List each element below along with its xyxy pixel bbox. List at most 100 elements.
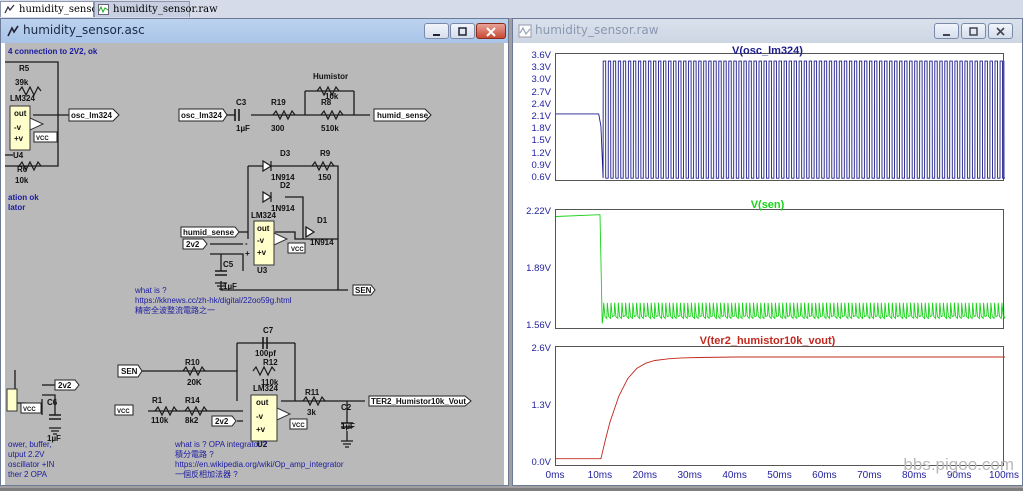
r8-value: 510k	[321, 124, 339, 133]
plot-pane-2[interactable]	[555, 209, 1005, 329]
x-tick-label: 0ms	[545, 470, 565, 481]
minimize-button[interactable]	[934, 23, 959, 39]
u2-out-label: out	[256, 398, 269, 407]
y-tick-label: 2.1V	[531, 111, 551, 122]
minimize-icon	[943, 34, 950, 36]
opamps	[6, 105, 292, 442]
y-tick-label: 1.8V	[531, 123, 551, 135]
x-tick-label: 50ms	[767, 470, 792, 481]
minimize-icon	[433, 34, 440, 36]
y-tick-label: 0.9V	[531, 159, 551, 171]
trace-line	[556, 60, 1005, 179]
waveform-titlebar[interactable]: humidity_sensor.raw	[513, 19, 1022, 43]
trace-title[interactable]: V(osc_lm324)	[732, 45, 803, 57]
tab-label: humidity_sensor.raw	[113, 4, 218, 15]
c5-label: C5	[223, 260, 234, 269]
trace-line	[556, 214, 1005, 324]
minimize-button[interactable]	[424, 23, 449, 39]
x-tick-label: 60ms	[812, 470, 837, 481]
left-vcc: VCC	[23, 407, 36, 413]
y-tick-label: 2.4V	[531, 98, 551, 110]
d1-value: 1N914	[310, 238, 334, 247]
close-button[interactable]	[476, 23, 506, 39]
plot-pane-1[interactable]	[555, 53, 1005, 181]
x-tick-label: 30ms	[677, 470, 702, 481]
trace-plot	[556, 214, 1005, 324]
y-tick-label: 2.7V	[531, 86, 551, 98]
maximize-button[interactable]	[450, 23, 475, 39]
c7-label: C7	[263, 326, 274, 335]
close-button[interactable]	[988, 23, 1013, 39]
r14-label: R14	[185, 396, 200, 405]
d3-label: D3	[280, 149, 291, 158]
x-tick-label: 70ms	[857, 470, 882, 481]
trace-line	[556, 356, 1005, 460]
trace-title[interactable]: V(sen)	[750, 199, 785, 211]
schematic-window: humidity_sensor.asc	[0, 18, 509, 486]
r10-value: 20K	[187, 378, 202, 387]
schematic-titlebar[interactable]: humidity_sensor.asc	[1, 19, 508, 43]
d3-value: 1N914	[271, 173, 295, 182]
trace-title[interactable]: V(ter2_humistor10k_vout)	[699, 335, 836, 347]
window-title: humidity_sensor.raw	[535, 23, 659, 37]
sen-in-net: SEN	[121, 367, 138, 376]
note-b2: utput 2.2V	[8, 450, 45, 459]
c2-value: 1µF	[341, 422, 355, 431]
u3-minus-label: -v	[257, 236, 265, 245]
note-cn-2: 積分電路 ?	[175, 449, 214, 459]
maximize-button[interactable]	[961, 23, 986, 39]
r10-label: R10	[185, 358, 200, 367]
y-tick-label: 1.2V	[531, 147, 551, 159]
note-top: 4 connection to 2V2, ok	[8, 47, 98, 56]
grounds	[49, 282, 353, 448]
r9-value: 150	[318, 173, 332, 182]
u3-type: LM324	[251, 211, 276, 220]
u4-label: U4	[13, 151, 24, 160]
r14-value: 8k2	[185, 416, 199, 425]
schematic-canvas[interactable]: 4 connection to 2V2, ok R5 39k LM324 out…	[5, 43, 504, 485]
schematic-icon	[4, 4, 15, 14]
u4-plus-label: +v	[14, 134, 24, 143]
u3-minus-sign: -	[245, 239, 248, 248]
y-tick-label: 2.6V	[531, 343, 551, 354]
net-2v2-b: 2v2	[58, 381, 72, 390]
y-tick-label: 1.5V	[531, 135, 551, 147]
bottom-border	[0, 488, 1023, 491]
document-tab-bar: humidity_sensor.asc humidity_sensor.raw	[0, 0, 1023, 19]
u2-label: U2	[257, 440, 268, 449]
note-ok2: lator	[8, 203, 25, 212]
u2-plus-label: +v	[256, 425, 266, 434]
humid-sense-net: humid_sense	[377, 111, 429, 120]
u4-out-label: out	[14, 109, 27, 118]
u3-label: U3	[257, 266, 268, 275]
plot-pane-3[interactable]	[555, 346, 1005, 466]
note-url-1: https://kknews.cc/zh-hk/digital/22oo59g.…	[135, 296, 292, 305]
component-labels: 4 connection to 2V2, ok R5 39k LM324 out…	[8, 47, 466, 479]
y-tick-label: 1.3V	[531, 400, 551, 411]
x-tick-label: 10ms	[587, 470, 613, 481]
note-ok1: ation ok	[8, 193, 39, 202]
sen-net: SEN	[355, 286, 372, 295]
r11-label: R11	[305, 388, 320, 397]
watermark: bbs.pigoo.com	[903, 455, 1014, 474]
osc-lm324-in-net: osc_lm324	[181, 111, 222, 120]
humid-sense-in-net: humid_sense	[183, 228, 235, 237]
osc-lm324-net: osc_lm324	[71, 111, 112, 120]
r11-value: 3k	[307, 408, 316, 417]
d2-value: 1N914	[271, 204, 295, 213]
u3-plus-label: +v	[257, 248, 267, 257]
r8-label: R8	[321, 98, 332, 107]
note-b3: oscillator +IN	[8, 460, 55, 469]
waveform-icon	[98, 4, 109, 15]
tab-humidity-sensor-raw[interactable]: humidity_sensor.raw	[94, 1, 218, 17]
r5-value: 39k	[15, 78, 29, 87]
x-tick-label: 100ms	[988, 470, 1020, 481]
tab-humidity-sensor-asc[interactable]: humidity_sensor.asc	[0, 1, 121, 17]
diodes	[262, 159, 316, 239]
u3-plus-sign: +	[245, 249, 250, 258]
y-tick-label: 1.89V	[526, 263, 551, 274]
humistor-value: 10k	[325, 92, 339, 101]
u4-minus-label: -v	[14, 123, 22, 132]
u4-type: LM324	[10, 94, 35, 103]
